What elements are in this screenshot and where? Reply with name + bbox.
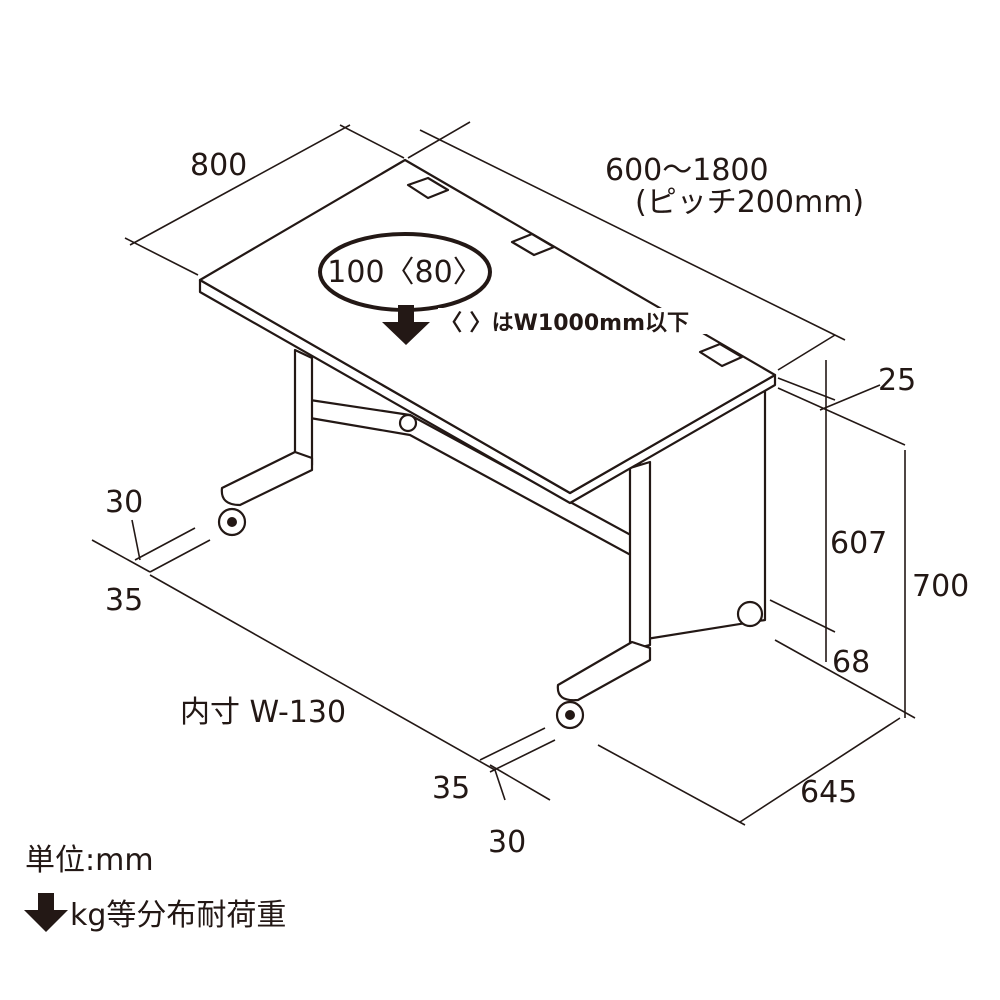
width-pitch-label: (ピッチ200mm): [635, 185, 864, 220]
leg-depth-label: 645: [800, 775, 857, 810]
back-caster: [736, 600, 764, 628]
load-legend-arrow-icon: [24, 893, 68, 932]
load-note: 〈 〉はW1000mm以下: [440, 311, 689, 336]
total-height-label: 700: [912, 569, 969, 604]
left-foot-offset-label: 30: [105, 485, 143, 520]
desk-drawing: [198, 158, 777, 730]
load-value: 100〈80〉: [327, 255, 482, 290]
load-arrow-icon: [382, 305, 430, 345]
width-range-label: 600〜1800: [605, 153, 769, 188]
right-foot-offset-label: 30: [488, 825, 526, 860]
left-leg-offset-label: 35: [105, 583, 143, 618]
right-foot: [556, 640, 652, 702]
dimension-lines: [91, 121, 916, 826]
wire-outlets: [406, 176, 744, 368]
load-legend-label: kg等分布耐荷重: [70, 898, 286, 933]
right-leg: [628, 460, 652, 652]
under-height-label: 607: [830, 526, 887, 561]
top-thickness-label: 25: [878, 363, 916, 398]
caster-height-label: 68: [832, 645, 870, 680]
unit-label: 単位:mm: [25, 843, 154, 878]
depth-label: 800: [190, 148, 247, 183]
inner-width-label: 内寸 W-130: [180, 695, 346, 730]
hidden-caster: [398, 413, 418, 433]
left-foot: [220, 450, 314, 507]
right-leg-offset-label: 35: [432, 771, 470, 806]
